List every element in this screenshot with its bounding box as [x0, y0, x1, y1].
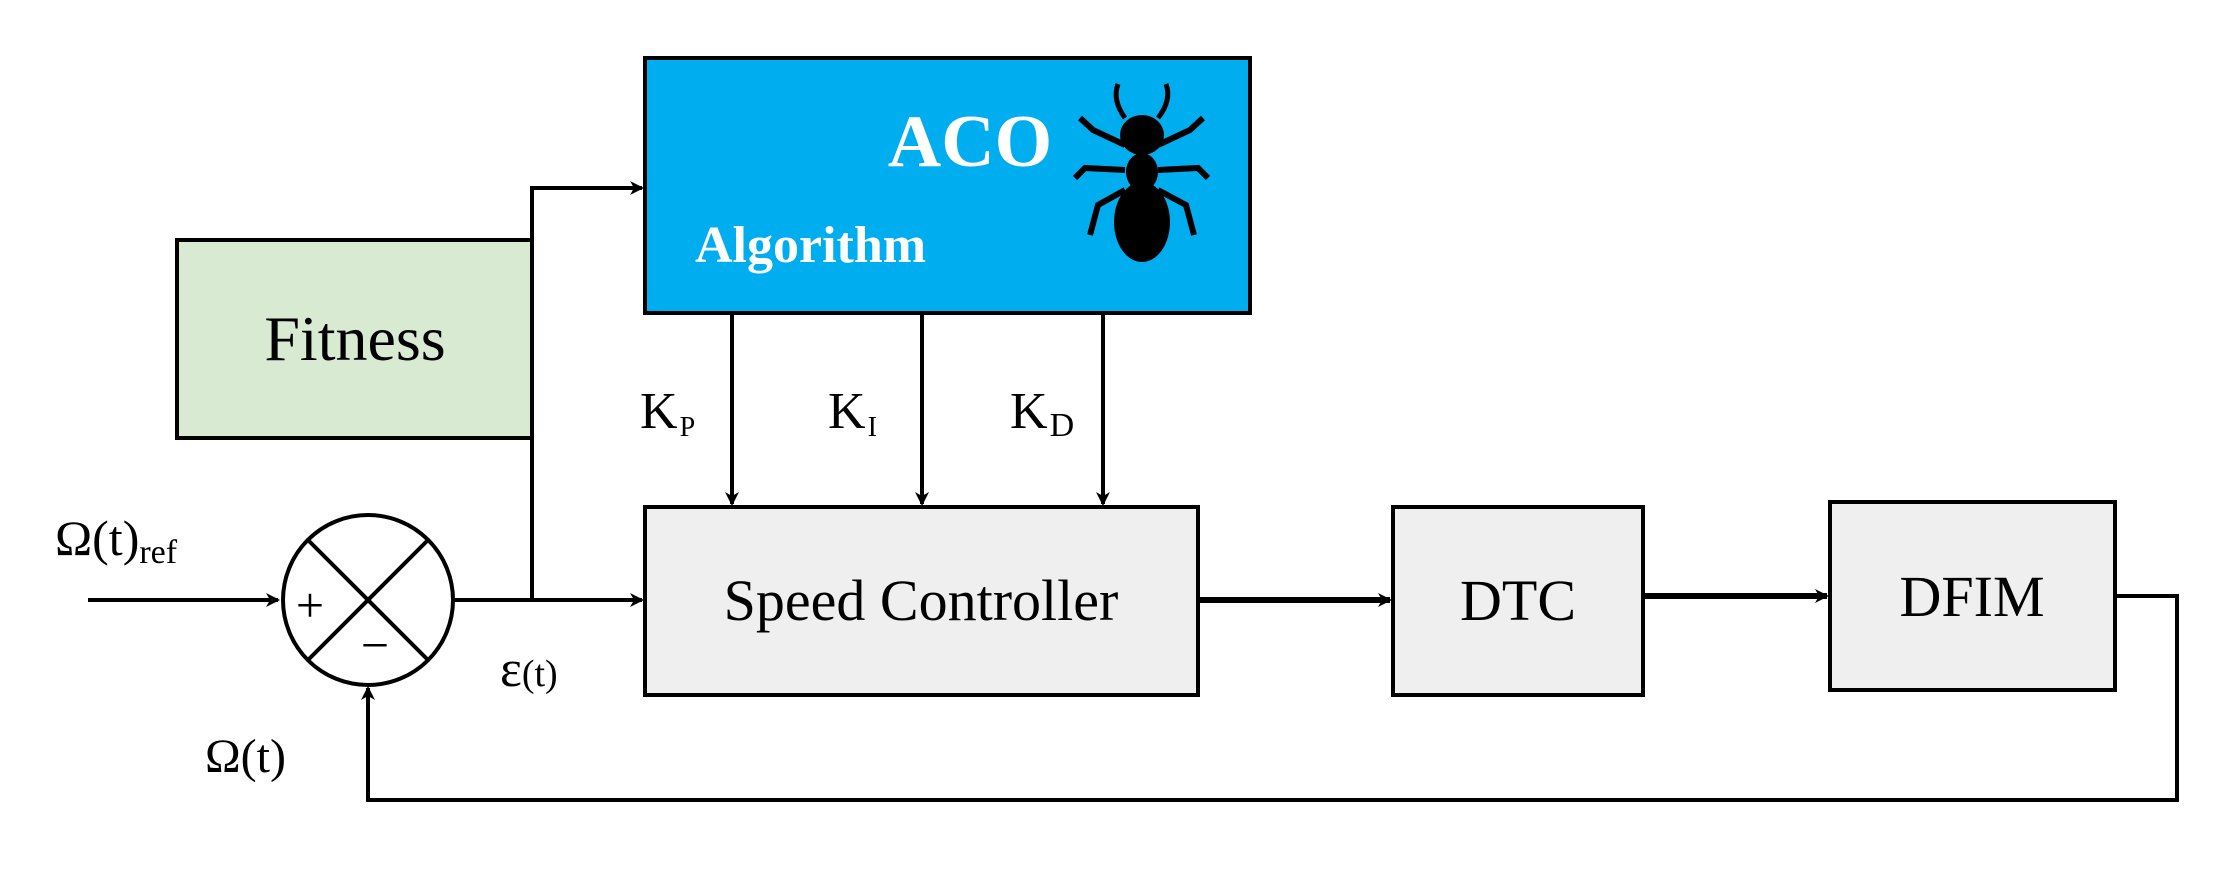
reference-label: Ω(t)ref [55, 510, 178, 571]
aco-block: ACO Algorithm [643, 56, 1252, 315]
kd-label: KD [1010, 383, 1074, 444]
dfim-bg [1828, 500, 2117, 692]
feedback-arrow [361, 594, 2179, 802]
plus-sign: + [296, 577, 324, 633]
minus-sign: − [361, 617, 389, 673]
aco-block-bg [643, 56, 1252, 315]
aco-title: ACO [888, 101, 1052, 183]
kp-label: KP [640, 383, 695, 443]
fitness-label: Fitness [264, 303, 445, 374]
signal-lines [88, 181, 2179, 802]
dtc-bg [1391, 505, 1645, 697]
error-to-aco-arrow [530, 181, 644, 600]
dtc-block: DTC [1391, 505, 1645, 697]
fitness-block-bg [175, 238, 534, 440]
aco-subtitle: Algorithm [695, 217, 926, 274]
speed-controller-block: Speed Controller [643, 505, 1200, 697]
summing-junction: + − [281, 513, 455, 687]
dtc-label: DTC [1460, 568, 1576, 633]
speed-controller-label: Speed Controller [724, 568, 1119, 633]
feedback-label: Ω(t) [205, 730, 286, 783]
fitness-block: Fitness [175, 238, 534, 440]
dfim-label: DFIM [1899, 564, 2044, 629]
ant-icon [1072, 83, 1211, 262]
ki-label: KI [828, 383, 877, 443]
error-label: ε(t) [500, 641, 558, 698]
speed-controller-bg [643, 505, 1200, 697]
dfim-block: DFIM [1828, 500, 2117, 692]
